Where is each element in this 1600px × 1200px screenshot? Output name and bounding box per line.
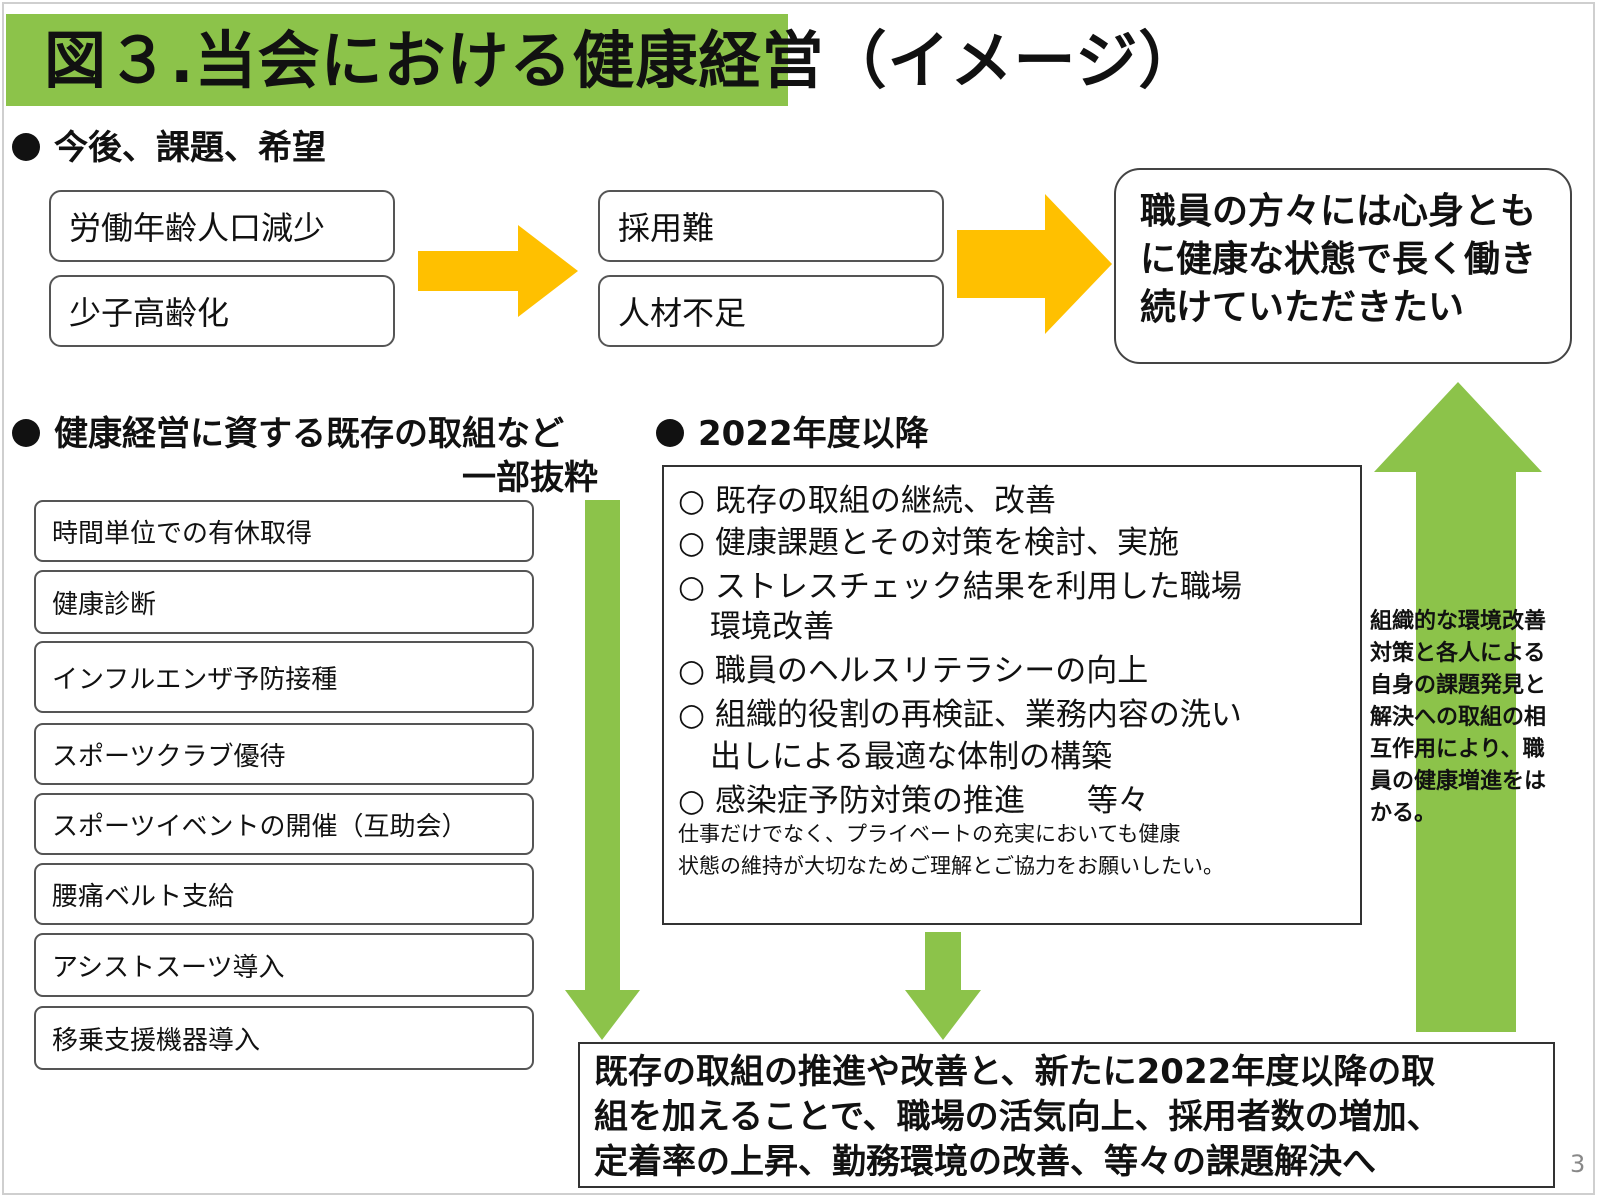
cause-box-2: 少子高齢化 <box>49 275 395 347</box>
goal-line-3: 続けていただきたい <box>1140 287 1465 328</box>
section-2022-heading: 2022年度以降 <box>656 412 929 456</box>
side-note-line: 自身の課題発見と <box>1370 673 1547 698</box>
plan-item: ○ 組織的役割の再検証、業務内容の洗い <box>678 697 1242 733</box>
summary-box: 既存の取組の推進や改善と、新たに2022年度以降の取 組を加えることで、職場の活… <box>578 1042 1555 1188</box>
existing-item: アシストスーツ導入 <box>34 933 534 997</box>
side-note-line: 互作用により、職 <box>1370 737 1545 762</box>
plan-note-line-1: 仕事だけでなく、プライベートの充実においても健康 <box>678 822 1181 846</box>
goal-box: 職員の方々には心身とも に健康な状態で長く働き 続けていただきたい <box>1114 168 1572 364</box>
page-title: 図３.当会における健康経営（イメージ） <box>44 24 1202 97</box>
plan-2022-box: ○ 既存の取組の継続、改善 ○ 健康課題とその対策を検討、実施 ○ ストレスチェ… <box>662 465 1362 925</box>
side-note-line: 対策と各人による <box>1370 641 1546 666</box>
goal-line-1: 職員の方々には心身とも <box>1140 191 1537 232</box>
existing-item: スポーツイベントの開催（互助会） <box>34 793 534 855</box>
section-future-heading: 今後、課題、希望 <box>12 126 326 170</box>
plan-item: ○ 健康課題とその対策を検討、実施 <box>678 525 1179 561</box>
bullet-dot-icon <box>12 419 40 447</box>
existing-item: 時間単位での有休取得 <box>34 500 534 562</box>
green-up-arrow-right-icon <box>1374 382 1542 1032</box>
effect-box-1: 採用難 <box>598 190 944 262</box>
green-down-arrow-middle-icon <box>905 932 981 1040</box>
cause-box-1: 労働年齢人口減少 <box>49 190 395 262</box>
bullet-dot-icon <box>12 133 40 161</box>
side-note-line: 解決への取組の相 <box>1370 705 1547 730</box>
existing-item: 腰痛ベルト支給 <box>34 863 534 925</box>
plan-item-continued: 出しによる最適な体制の構築 <box>710 739 1113 775</box>
section-existing-subheading: 一部抜粋 <box>462 458 598 498</box>
plan-item: ○ ストレスチェック結果を利用した職場 <box>678 569 1242 605</box>
summary-line-2: 組を加えることで、職場の活気向上、採用者数の増加、 <box>594 1097 1441 1137</box>
side-note: 組織的な環境改善 対策と各人による 自身の課題発見と 解決への取組の相 互作用に… <box>1370 606 1582 830</box>
existing-item: 移乗支援機器導入 <box>34 1006 534 1070</box>
orange-arrow-1-icon <box>418 225 578 317</box>
existing-item: スポーツクラブ優待 <box>34 723 534 785</box>
existing-item: 健康診断 <box>34 570 534 634</box>
section-future-label: 今後、課題、希望 <box>54 128 326 168</box>
section-existing-label: 健康経営に資する既存の取組など <box>54 414 564 454</box>
summary-line-1: 既存の取組の推進や改善と、新たに2022年度以降の取 <box>594 1052 1436 1092</box>
orange-arrow-2-icon <box>957 194 1112 334</box>
section-2022-label: 2022年度以降 <box>698 414 929 454</box>
effect-box-2: 人材不足 <box>598 275 944 347</box>
plan-item: ○ 感染症予防対策の推進 等々 <box>678 783 1149 819</box>
title-band <box>6 14 788 106</box>
goal-line-2: に健康な状態で長く働き <box>1140 239 1537 280</box>
green-down-arrow-left-icon <box>565 500 640 1040</box>
plan-item-continued: 環境改善 <box>710 609 834 645</box>
plan-note-line-2: 状態の維持が大切なためご理解とご協力をお願いしたい。 <box>678 854 1224 878</box>
page-number: 3 <box>1570 1150 1586 1178</box>
plan-item: ○ 職員のヘルスリテラシーの向上 <box>678 653 1149 689</box>
plan-item: ○ 既存の取組の継続、改善 <box>678 483 1056 519</box>
side-note-line: 員の健康増進をは <box>1370 769 1547 794</box>
existing-item: インフルエンザ予防接種 <box>34 641 534 713</box>
side-note-line: かる。 <box>1370 801 1437 826</box>
side-note-line: 組織的な環境改善 <box>1370 609 1547 634</box>
summary-line-3: 定着率の上昇、勤務環境の改善、等々の課題解決へ <box>594 1142 1376 1182</box>
bullet-dot-icon <box>656 419 684 447</box>
section-existing-heading: 健康経営に資する既存の取組など <box>12 412 564 456</box>
